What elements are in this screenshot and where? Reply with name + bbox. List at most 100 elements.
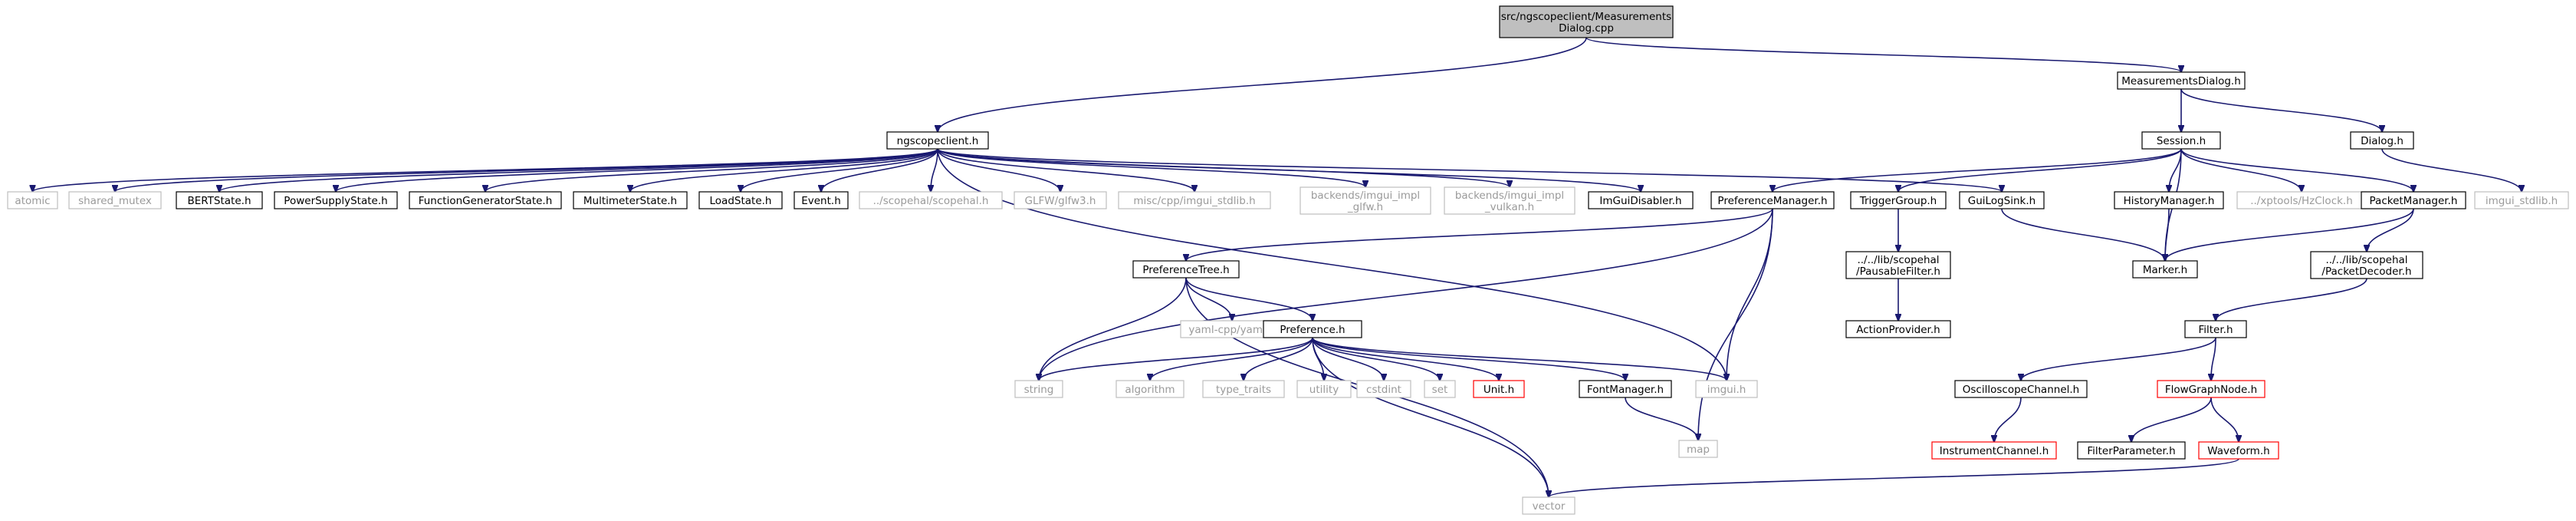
- node-imgui_h[interactable]: imgui.h: [1695, 380, 1758, 398]
- node-guilogsink_h[interactable]: GuiLogSink.h: [1959, 191, 2045, 209]
- edge-preferencetree_h-to-preference_h: [1185, 277, 1313, 321]
- node-unit_h[interactable]: Unit.h: [1473, 380, 1525, 398]
- node-preferencemanager_h[interactable]: PreferenceManager.h: [1710, 191, 1835, 209]
- node-fontmanager_h[interactable]: FontManager.h: [1579, 380, 1672, 398]
- edge-preference_h-to-string: [1039, 337, 1313, 381]
- node-yaml_h[interactable]: yaml-cpp/yaml.h: [1180, 320, 1284, 338]
- node-packetmanager_h[interactable]: PacketManager.h: [2361, 191, 2466, 209]
- node-box: [7, 191, 58, 209]
- node-box: [1522, 496, 1576, 515]
- node-imgui_stdlib_h[interactable]: imgui_stdlib.h: [2474, 191, 2569, 209]
- node-functiongeneratorstate_h[interactable]: FunctionGeneratorState.h: [409, 191, 562, 209]
- node-actionprovider_h[interactable]: ActionProvider.h: [1845, 320, 1951, 338]
- edge-ngscopeclient_h-to-imgui_impl_glfw: [937, 148, 1365, 187]
- edge-packetmanager_h-to-marker_h: [2165, 208, 2414, 261]
- node-ngscopeclient_h[interactable]: ngscopeclient.h: [886, 131, 989, 150]
- edge-ngscopeclient_h-to-guilogsink_h: [937, 148, 2002, 192]
- node-label: ngscopeclient.h: [897, 135, 979, 147]
- node-string[interactable]: string: [1014, 380, 1063, 398]
- node-vector[interactable]: vector: [1522, 496, 1576, 515]
- node-bertstate_h[interactable]: BERTState.h: [176, 191, 263, 209]
- node-label: Marker.h: [2143, 264, 2187, 276]
- node-label: misc/cpp/imgui_stdlib.h: [1133, 195, 1255, 207]
- node-imgui_stdlib_misc[interactable]: misc/cpp/imgui_stdlib.h: [1118, 191, 1271, 209]
- node-box: [1300, 186, 1431, 215]
- node-hzclock_h[interactable]: ../xptools/HzClock.h: [2236, 191, 2367, 209]
- node-packetdecoder_h[interactable]: ../../lib/scopehal/PacketDecoder.h: [2310, 251, 2423, 279]
- node-box: [1356, 380, 1411, 398]
- edge-ngscopeclient_h-to-multimeterstate_h: [630, 148, 938, 192]
- node-label: HistoryManager.h: [2124, 195, 2215, 207]
- edge-filter_h-to-oscilloscopechannel_h: [2021, 337, 2216, 381]
- node-label: GLFW/glfw3.h: [1025, 195, 1096, 207]
- node-box: [1116, 380, 1184, 398]
- node-root[interactable]: src/ngscopeclient/MeasurementsDialog.cpp: [1499, 5, 1674, 38]
- node-label: backends/imgui_impl: [1455, 190, 1564, 202]
- edge-oscilloscopechannel_h-to-instrumentchannel_h: [1994, 397, 2022, 442]
- edge-filter_h-to-flowgraphnode_h: [2211, 337, 2216, 381]
- node-label: Unit.h: [1484, 384, 1514, 396]
- edge-dialog_h-to-imgui_stdlib_h: [2381, 148, 2522, 192]
- node-map[interactable]: map: [1678, 440, 1718, 458]
- node-label: backends/imgui_impl: [1311, 190, 1420, 202]
- node-imgui_impl_glfw[interactable]: backends/imgui_impl_glfw.h: [1300, 186, 1431, 215]
- node-type_traits[interactable]: type_traits: [1202, 380, 1285, 398]
- node-box: [698, 191, 783, 209]
- node-instrumentchannel_h[interactable]: InstrumentChannel.h: [1931, 441, 2057, 460]
- node-label: ../../lib/scopehal: [1857, 254, 1939, 266]
- node-box: [2350, 131, 2414, 150]
- node-waveform_h[interactable]: Waveform.h: [2198, 441, 2279, 460]
- node-imguidisabler_h[interactable]: ImGuiDisabler.h: [1588, 191, 1694, 209]
- node-filterparameter_h[interactable]: FilterParameter.h: [2077, 441, 2186, 460]
- edge-preferencemanager_h-to-string: [1039, 208, 1773, 381]
- node-multimeterstate_h[interactable]: MultimeterState.h: [573, 191, 688, 209]
- node-box: [2474, 191, 2569, 209]
- node-glfw3_h[interactable]: GLFW/glfw3.h: [1014, 191, 1107, 209]
- node-label: FilterParameter.h: [2087, 445, 2175, 457]
- edge-guilogsink_h-to-marker_h: [2001, 208, 2165, 261]
- node-label: ../scopehal/scopehal.h: [873, 195, 989, 207]
- node-label: set: [1432, 384, 1448, 396]
- edge-preference_h-to-algorithm: [1150, 337, 1313, 381]
- node-dialog_h[interactable]: Dialog.h: [2350, 131, 2414, 150]
- node-label: Session.h: [2157, 135, 2206, 147]
- node-event_h[interactable]: Event.h: [794, 191, 849, 209]
- node-measurementsdialog_h[interactable]: MeasurementsDialog.h: [2117, 71, 2246, 90]
- node-atomic[interactable]: atomic: [7, 191, 58, 209]
- edge-waveform_h-to-vector: [1549, 458, 2239, 497]
- node-historymanager_h[interactable]: HistoryManager.h: [2114, 191, 2224, 209]
- node-box: [1710, 191, 1835, 209]
- node-imgui_impl_vulkan[interactable]: backends/imgui_impl_vulkan.h: [1444, 186, 1576, 215]
- node-set[interactable]: set: [1424, 380, 1456, 398]
- node-algorithm[interactable]: algorithm: [1116, 380, 1184, 398]
- node-scopehal_h[interactable]: ../scopehal/scopehal.h: [859, 191, 1003, 209]
- node-label: Event.h: [801, 195, 841, 207]
- node-oscilloscopechannel_h[interactable]: OscilloscopeChannel.h: [1954, 380, 2088, 398]
- node-marker_h[interactable]: Marker.h: [2132, 260, 2198, 279]
- node-preferencetree_h[interactable]: PreferenceTree.h: [1132, 260, 1240, 279]
- node-loadstate_h[interactable]: LoadState.h: [698, 191, 783, 209]
- node-label: MultimeterState.h: [583, 195, 677, 207]
- node-label: ../xptools/HzClock.h: [2250, 195, 2353, 207]
- node-label: cstdint: [1366, 384, 1401, 396]
- node-box: [1424, 380, 1456, 398]
- node-cstdint[interactable]: cstdint: [1356, 380, 1411, 398]
- node-filter_h[interactable]: Filter.h: [2184, 320, 2247, 338]
- node-label: PreferenceTree.h: [1142, 264, 1229, 276]
- node-box: [2361, 191, 2466, 209]
- edge-fontmanager_h-to-map: [1625, 397, 1698, 440]
- node-utility[interactable]: utility: [1296, 380, 1352, 398]
- edge-preference_h-to-fontmanager_h: [1312, 337, 1625, 381]
- node-label: _vulkan.h: [1484, 201, 1534, 213]
- node-box: [1954, 380, 2088, 398]
- node-session_h[interactable]: Session.h: [2141, 131, 2221, 150]
- node-label: atomic: [15, 195, 50, 207]
- node-label: utility: [1309, 384, 1339, 396]
- node-shared_mutex[interactable]: shared_mutex: [68, 191, 162, 209]
- node-flowgraphnode_h[interactable]: FlowGraphNode.h: [2157, 380, 2266, 398]
- node-preference_h[interactable]: Preference.h: [1263, 320, 1362, 338]
- node-box: [2310, 251, 2423, 279]
- node-powersupplystate_h[interactable]: PowerSupplyState.h: [274, 191, 398, 209]
- node-pausablefilter_h[interactable]: ../../lib/scopehal/PausableFilter.h: [1845, 251, 1951, 279]
- node-triggergroup_h[interactable]: TriggerGroup.h: [1850, 191, 1947, 209]
